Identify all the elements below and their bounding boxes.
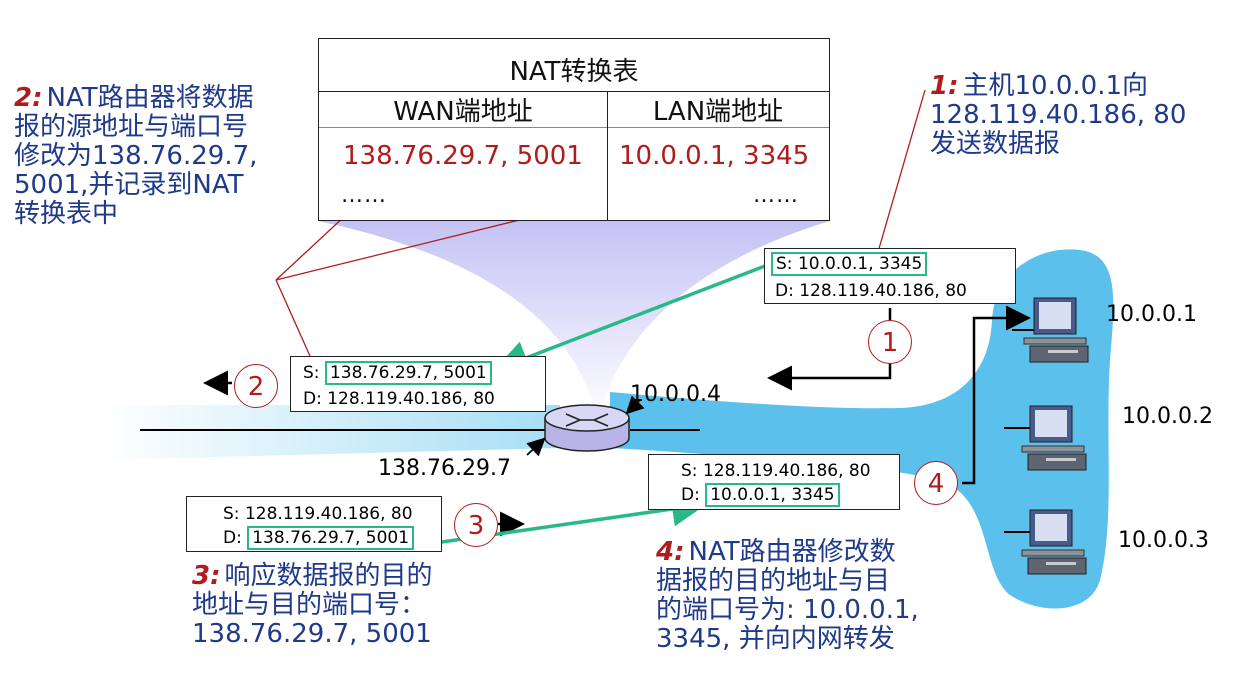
lan-column-header: LAN端地址 — [652, 97, 784, 127]
nat-table-title: NAT转换表 — [509, 57, 639, 87]
wan-more-rows: …… — [341, 183, 387, 208]
lan-cloud — [610, 249, 1114, 609]
step-marker-1: 1 — [868, 320, 912, 364]
leader-step2-c — [275, 279, 311, 357]
annotation-step3: 3:响应数据报的目的 地址与目的端口号： 138.76.29.7, 5001 — [192, 561, 433, 649]
wan-link-band — [100, 405, 560, 460]
destination-address-highlight: 138.76.29.7, 5001 — [247, 526, 415, 550]
datagram-step1: S: 128.119.40.186, 8010.0.0.1, 3345 D: 1… — [764, 248, 1016, 304]
source-address-highlight: S: 128.119.40.186, 8010.0.0.1, 3345 — [771, 252, 928, 276]
host2-address: 10.0.0.2 — [1122, 404, 1213, 429]
router-wan-address: 138.76.29.7 — [378, 456, 511, 481]
annotation-step1: 1:主机10.0.0.1向 128.119.40.186, 80 发送数据报 — [930, 71, 1187, 159]
step-marker-4: 4 — [914, 461, 958, 505]
source-address-highlight: 138.76.29.7, 5001 — [324, 361, 492, 385]
annotation-step2: 2:NAT路由器将数据 报的源地址与端口号 修改为138.76.29.7, 50… — [14, 83, 258, 229]
host-computer — [1004, 405, 1087, 471]
lan-more-rows: …… — [753, 183, 799, 208]
nat-table-projection — [318, 221, 830, 420]
nat-translation-table: NAT转换表 WAN端地址 LAN端地址 138.76.29.7, 5001 1… — [318, 38, 830, 221]
wan-column-header: WAN端地址 — [393, 97, 533, 127]
wan-address-cell: 138.76.29.7, 5001 — [343, 141, 583, 171]
translate-src-arrow — [493, 262, 771, 375]
annotation-step4: 4:NAT路由器修改数 据报的目的地址与目 的端口号为: 10.0.0.1, 3… — [656, 537, 919, 654]
lan-address-cell: 10.0.0.1, 3345 — [619, 141, 810, 171]
step-marker-3: 3 — [454, 503, 498, 547]
host3-address: 10.0.0.3 — [1118, 528, 1209, 553]
host1-address: 10.0.0.1 — [1106, 302, 1197, 327]
nat-router — [544, 404, 630, 452]
datagram-step2: S: 138.76.29.7, 5001 D: 128.119.40.186, … — [290, 356, 546, 412]
destination-address-highlight: 10.0.0.1, 3345 — [705, 483, 840, 507]
step-marker-2: 2 — [234, 364, 278, 408]
datagram-step4: S: 128.119.40.186, 80 D: 10.0.0.1, 3345 — [648, 454, 900, 510]
router-lan-address: 10.0.0.4 — [630, 382, 721, 407]
host-computer — [1004, 509, 1087, 575]
leader-step1 — [877, 89, 926, 253]
datagram-step3: S: 128.119.40.186, 80 D: 138.76.29.7, 50… — [186, 496, 442, 552]
step4-arrow — [962, 305, 1031, 485]
host-computer — [1012, 297, 1089, 363]
